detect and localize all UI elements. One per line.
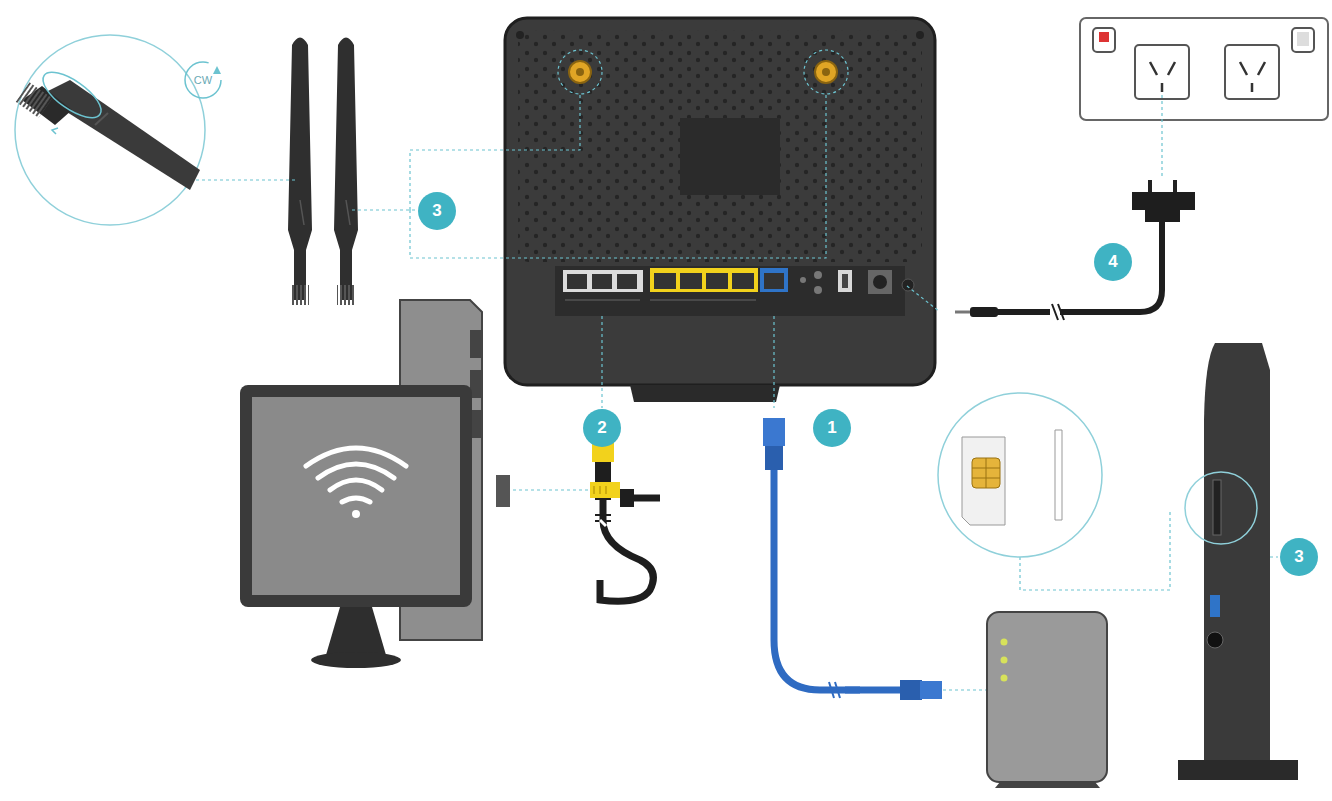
callout-text: 3 <box>432 201 441 221</box>
callout-number: 3 <box>418 192 456 230</box>
rotation-label: CW <box>194 74 212 86</box>
leader-lines <box>196 94 1278 690</box>
callout-number: 1 <box>813 409 851 447</box>
callout-text: 2 <box>597 418 606 438</box>
antenna-detail <box>15 35 221 225</box>
callout-text: 3 <box>1294 547 1303 567</box>
modem <box>987 612 1107 788</box>
sim-detail <box>938 393 1102 557</box>
callout-number: 2 <box>583 409 621 447</box>
callout-number: 4 <box>1094 243 1132 281</box>
router <box>505 18 935 402</box>
callout-text: 1 <box>827 418 836 438</box>
antennas <box>288 38 358 306</box>
callout-number: 3 <box>1280 538 1318 576</box>
blue-ethernet-cable <box>763 418 942 700</box>
callout-text: 4 <box>1108 252 1117 272</box>
tower-device <box>1178 343 1298 780</box>
power-outlet <box>907 18 1328 320</box>
computer <box>240 300 510 668</box>
